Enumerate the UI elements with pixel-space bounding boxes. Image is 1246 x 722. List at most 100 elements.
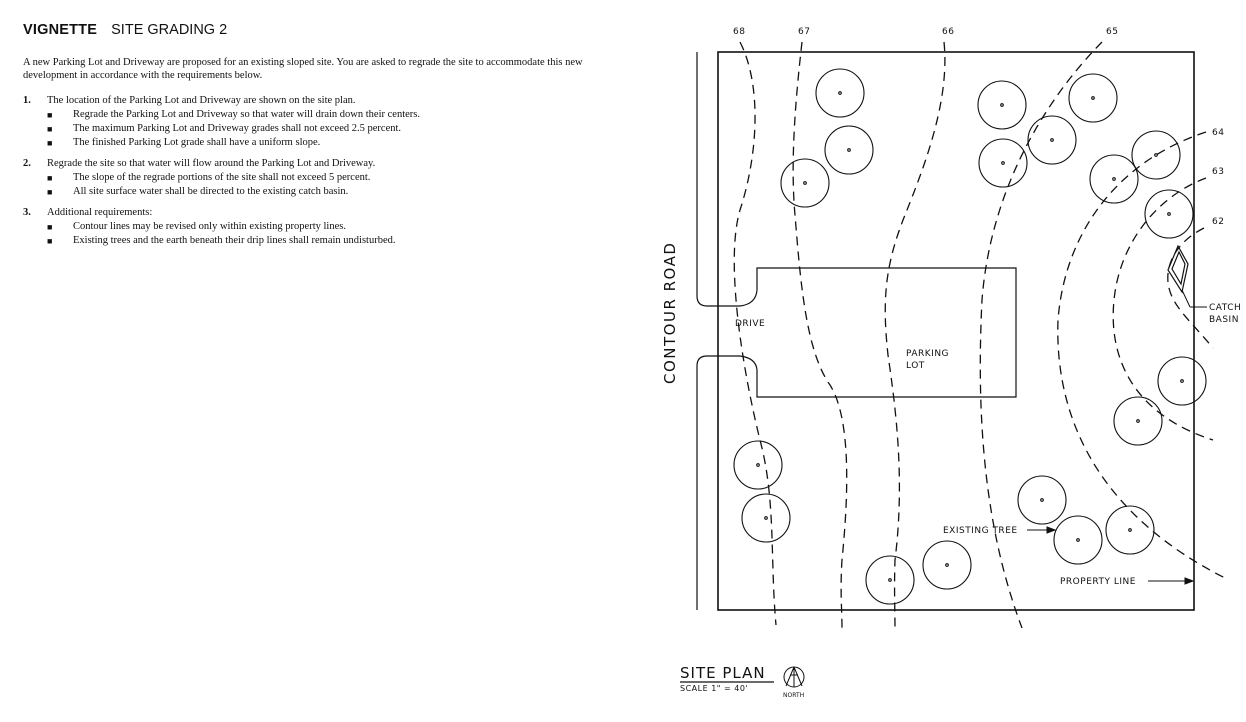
bullet-square-icon: ■ [47,173,53,183]
bullet-square-icon: ■ [47,236,53,246]
tree-icon [1053,515,1103,565]
tree-icon [1027,115,1077,165]
tree-center-dot [764,516,768,520]
tree-icon [865,555,915,605]
contour-road-label: CONTOUR ROAD [661,242,679,384]
contour-line-65 [979,41,1103,629]
requirement-text: Regrade the site so that water will flow… [47,158,376,169]
arrow-icon [1046,526,1057,534]
tree-icon [1105,505,1155,555]
requirement-number: 2. [23,158,31,169]
tree-icon [824,125,874,175]
requirement-3: 3.Additional requirements: ■Contour line… [23,206,583,248]
tree-center-dot [888,578,892,582]
existing-tree-label: EXISTING TREE [943,526,1018,536]
vignette-label: VIGNETTE [23,22,98,38]
site-plan-title: SITE PLAN [680,664,766,682]
contour-line-67 [792,41,848,629]
requirement-bullet: Existing trees and the earth beneath the… [73,235,396,246]
tree-icon [733,440,783,490]
contour-label-67: 67 [798,27,810,37]
arrow-icon [1184,577,1195,585]
requirements-list: 1.The location of the Parking Lot and Dr… [23,94,583,255]
tree-icon [978,138,1028,188]
tree-center-dot [1167,212,1171,216]
parking-lot-outline [739,267,1017,398]
contour-line-64 [1057,131,1226,579]
tree-center-dot [838,91,842,95]
tree-icon [815,68,865,118]
requirement-1: 1.The location of the Parking Lot and Dr… [23,94,583,150]
tree-center-dot [1136,419,1140,423]
tree-icon [922,540,972,590]
vignette-header: VIGNETTE SITE GRADING 2 [23,22,227,38]
road-edge-north [696,52,740,307]
catch-basin-label: BASIN [1209,315,1239,325]
contour-line-62 [1167,227,1214,349]
contour-label-62: 62 [1212,217,1224,227]
tree-icon [1113,396,1163,446]
site-plan-scale: SCALE 1" = 40' [680,684,748,693]
tree-center-dot [1000,103,1004,107]
contour-line-66 [884,41,946,629]
tree-center-dot [847,148,851,152]
contour-label-63: 63 [1212,167,1224,177]
contour-label-68: 68 [733,27,745,37]
property-line-label: PROPERTY LINE [1060,577,1136,587]
contour-label-66: 66 [942,27,954,37]
tree-icon [977,80,1027,130]
tree-center-dot [1001,161,1005,165]
north-arrow-icon [783,666,805,688]
requirement-bullet: Contour lines may be revised only within… [73,221,346,232]
tree-icon [1017,475,1067,525]
bullet-square-icon: ■ [47,110,53,120]
catch-basin-icon [1167,244,1189,294]
tree-icon [780,158,830,208]
tree-center-dot [1050,138,1054,142]
requirement-2: 2. Regrade the site so that water will fl… [23,157,583,199]
property-line-boundary [717,51,1195,611]
requirement-text: Additional requirements: [47,207,153,218]
tree-center-dot [1180,379,1184,383]
parking-lot-label: LOT [906,361,925,371]
contour-label-65: 65 [1106,27,1118,37]
tree-icon [1089,154,1139,204]
bullet-square-icon: ■ [47,222,53,232]
contour-line-68 [733,41,777,626]
tree-icon [1068,73,1118,123]
requirement-bullet: All site surface water shall be directed… [73,186,349,197]
requirement-bullet: Regrade the Parking Lot and Driveway so … [73,109,420,120]
tree-center-dot [945,563,949,567]
bullet-square-icon: ■ [47,187,53,197]
north-label: NORTH [783,692,804,699]
catch-basin-leader [1181,289,1191,308]
intro-paragraph: A new Parking Lot and Driveway are propo… [23,57,583,81]
existing-trees [733,68,1207,605]
tree-center-dot [1076,538,1080,542]
tree-center-dot [803,181,807,185]
requirement-bullet: The slope of the regrade portions of the… [73,172,371,183]
contour-lines [733,41,1226,629]
tree-center-dot [1112,177,1116,181]
requirement-number: 1. [23,95,31,106]
tree-icon [1144,189,1194,239]
tree-icon [741,493,791,543]
bullet-square-icon: ■ [47,138,53,148]
road-edge-south [696,355,740,610]
tree-center-dot [1040,498,1044,502]
tree-icon [1157,356,1207,406]
bullet-square-icon: ■ [47,124,53,134]
requirement-bullet: The finished Parking Lot grade shall hav… [73,137,321,148]
contour-line-63 [1112,177,1214,441]
drive-label: DRIVE [735,319,765,329]
tree-center-dot [1154,153,1158,157]
requirement-bullet: The maximum Parking Lot and Driveway gra… [73,123,402,134]
parking-lot-label: PARKING [906,349,949,359]
tree-center-dot [1128,528,1132,532]
contour-label-64: 64 [1212,128,1224,138]
tree-icon [1131,130,1181,180]
vignette-title: SITE GRADING 2 [111,22,228,38]
tree-center-dot [1091,96,1095,100]
catch-basin-label: CATCH [1209,303,1241,313]
